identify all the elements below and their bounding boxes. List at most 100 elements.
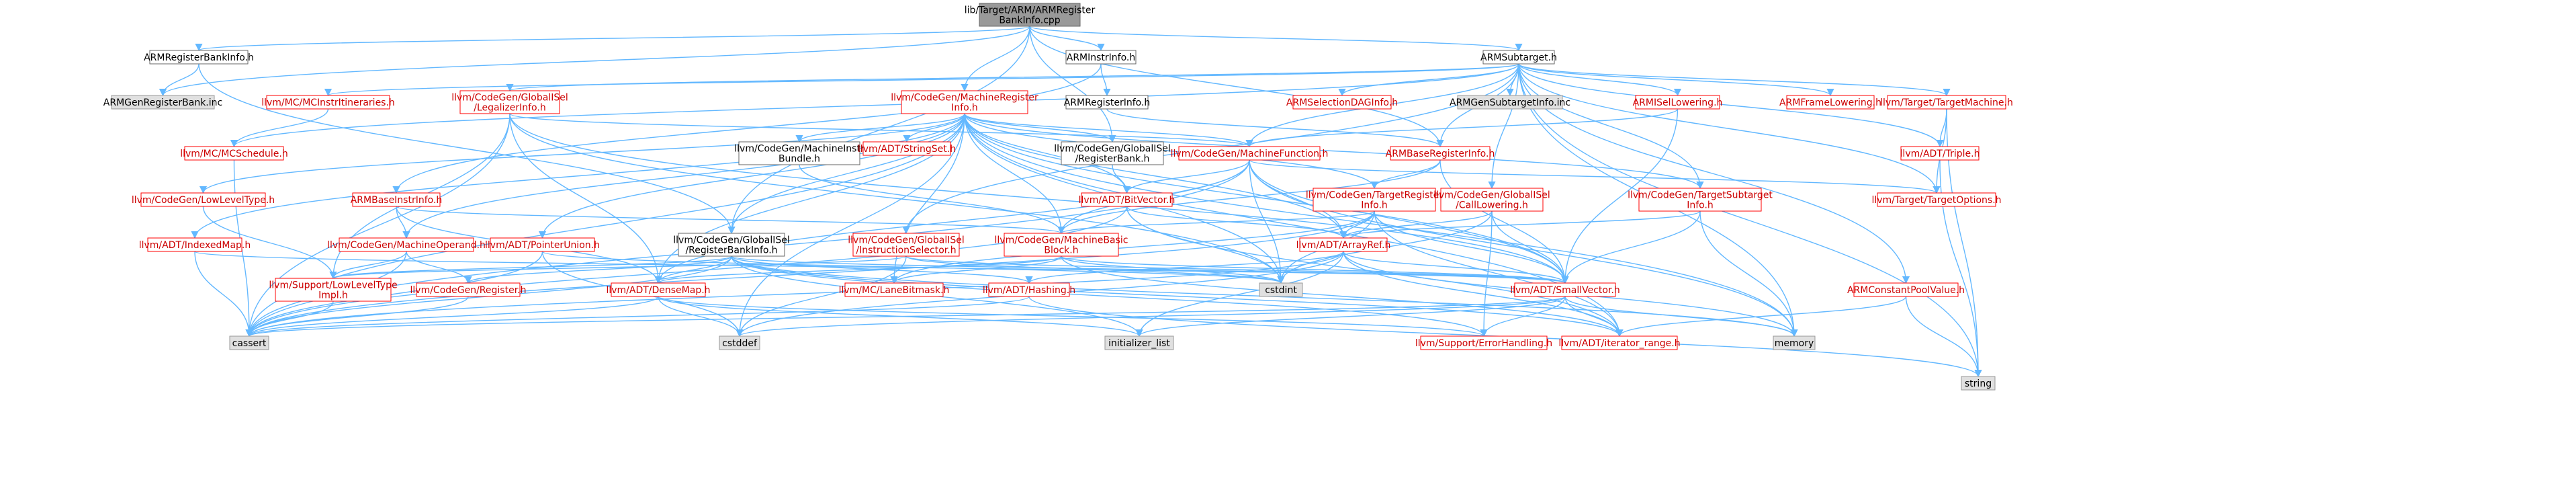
dependency-edge-armconstantpool-to-string (1905, 296, 1982, 378)
node-machinefunction[interactable]: llvm/CodeGen/MachineFunction.h (1171, 146, 1329, 161)
node-armbasereginfo[interactable]: ARMBaseRegisterInfo.h (1386, 146, 1495, 161)
node-initializer_list[interactable]: initializer_list (1104, 335, 1174, 350)
node-lowleveltype[interactable]: llvm/CodeGen/LowLevelType.h (132, 192, 275, 207)
node-box (352, 192, 441, 207)
node-errorhandling[interactable]: llvm/Support/ErrorHandling.h (1415, 335, 1552, 350)
node-label: llvm/CodeGen/GlobalISel (451, 93, 568, 104)
dependency-edge-armsubtarget_h-to-targetsubtargetinfo (1518, 63, 1704, 190)
node-box (266, 95, 390, 110)
dependency-edge-targetreginfo-to-lanebitmask (890, 210, 1375, 284)
dependency-edge-root-to-armgenregbank_inc (159, 26, 1030, 97)
node-armbaseinstrinfo[interactable]: ARMBaseInstrInfo.h (351, 192, 443, 207)
node-iterator_range[interactable]: llvm/ADT/iterator_range.h (1558, 335, 1681, 350)
node-arminstrinfo_h[interactable]: ARMInstrInfo.h (1065, 50, 1137, 65)
node-box (339, 237, 474, 252)
node-string[interactable]: string (1961, 376, 1996, 391)
node-box (1081, 192, 1173, 207)
node-lanebitmask[interactable]: llvm/MC/LaneBitmask.h (839, 282, 950, 297)
dependency-edge-targetreginfo-to-machinebasicblock (1057, 210, 1375, 235)
node-adt_arrayref[interactable]: llvm/ADT/ArrayRef.h (1296, 237, 1391, 252)
node-cassert[interactable]: cassert (229, 335, 269, 350)
dependency-edge-adt_hashing-to-cassert (245, 296, 1030, 337)
dependency-edge-globalisel_legalizer-to-cassert (245, 113, 510, 337)
node-label: /RegisterBankInfo.h (685, 245, 777, 256)
node-label: llvm/ADT/BitVector.h (1079, 195, 1175, 206)
dependency-edge-adt_pointerunion-to-cassert (245, 251, 543, 337)
node-memory[interactable]: memory (1773, 335, 1816, 350)
dependency-edge-machinereginfo-to-adt_arrayref (964, 113, 1347, 239)
node-targetmachine[interactable]: llvm/Target/TargetMachine.h (1880, 95, 2013, 110)
node-globalisel_regbank[interactable]: llvm/CodeGen/GlobalISel/RegisterBank.h (1054, 141, 1171, 165)
node-adt_smallvector[interactable]: llvm/ADT/SmallVector.h (1510, 282, 1620, 297)
node-box (1104, 335, 1174, 350)
dependency-edge-globalisel_legalizer-to-adt_smallvector (509, 113, 1569, 284)
node-armconstantpool[interactable]: ARMConstantPoolValue.h (1847, 282, 1965, 297)
dependency-edge-arminstrinfo_h-to-armreginfo_h (1100, 63, 1111, 97)
dependency-edge-armisellowering-to-adt_smallvector (1561, 108, 1679, 284)
dependency-edge-machineinstrbundle-to-machinebasicblock (799, 164, 1065, 235)
node-box (229, 335, 269, 350)
dependency-edge-machinereginfo-to-globalisel_regbankinfo (727, 113, 965, 235)
node-adt_stringset[interactable]: llvm/ADT/StringSet.h (858, 141, 956, 156)
dependency-edge-armbasereginfo-to-machinebasicblock (1057, 159, 1441, 235)
node-armregbankinfo_h[interactable]: ARMRegisterBankInfo.h (144, 50, 254, 65)
dependency-edge-machinebasicblock-to-lanebitmask (890, 255, 1062, 284)
node-box (1635, 95, 1720, 110)
node-armgenregbank_inc[interactable]: ARMGenRegisterBank.inc (103, 95, 222, 110)
node-globalisel_legalizer[interactable]: llvm/CodeGen/GlobalISel/LegalizerInfo.h (451, 90, 568, 114)
node-label: /RegisterBank.h (1075, 154, 1150, 165)
dependency-edge-adt_arrayref-to-adt_hashing (1025, 251, 1344, 284)
dependency-edge-armconstantpool-to-iterator_range (1615, 296, 1907, 337)
node-targetoptions[interactable]: llvm/Target/TargetOptions.h (1871, 192, 2002, 207)
node-label: llvm/ADT/PointerUnion.h (485, 240, 600, 251)
node-globalisel_instrselector[interactable]: llvm/CodeGen/GlobalISel/InstructionSelec… (848, 233, 965, 257)
node-adt_indexedmap[interactable]: llvm/ADT/IndexedMap.h (139, 237, 251, 252)
node-label: llvm/CodeGen/GlobalISel (1433, 190, 1550, 201)
node-machineoperand[interactable]: llvm/CodeGen/MachineOperand.h (327, 237, 486, 252)
node-label: Impl.h (318, 290, 348, 301)
node-codegen_register[interactable]: llvm/CodeGen/Register.h (410, 282, 527, 297)
node-mcschedule[interactable]: llvm/MC/MCSchedule.h (180, 146, 288, 161)
node-box (1638, 188, 1762, 212)
node-armframelowering[interactable]: ARMFrameLowering.h (1779, 95, 1881, 110)
node-label: ARMISelLowering.h (1633, 97, 1723, 108)
node-armseldag[interactable]: ARMSelectionDAGInfo.h (1286, 95, 1398, 110)
dependency-edge-arminstrinfo_h-to-armbaseinstrinfo (392, 63, 1102, 194)
dependency-edge-root-to-armsubtarget_h (1029, 26, 1523, 52)
node-label: llvm/Target/TargetOptions.h (1871, 195, 2001, 206)
node-root[interactable]: lib/Target/ARM/ARMRegisterBankInfo.cpp (965, 3, 1096, 27)
node-adt_bitvector[interactable]: llvm/ADT/BitVector.h (1079, 192, 1175, 207)
node-cstdint[interactable]: cstdint (1259, 282, 1303, 297)
node-label: llvm/ADT/StringSet.h (858, 144, 956, 155)
dependency-edge-machinereginfo-to-adt_smallvector (964, 113, 1569, 284)
node-armreginfo_h[interactable]: ARMRegisterInfo.h (1064, 95, 1151, 110)
dependency-edge-globalisel_calllowering-to-adt_arrayref (1339, 210, 1493, 239)
dependency-edge-armsubtarget_h-to-armisellowering (1518, 63, 1681, 97)
dependency-edge-globalisel_instrselector-to-cstdint (905, 255, 1285, 284)
node-adt_triple[interactable]: llvm/ADT/Triple.h (1900, 146, 1980, 161)
node-cstddef[interactable]: cstddef (719, 335, 760, 350)
node-mcinstritin[interactable]: llvm/MC/MCInstrItineraries.h (261, 95, 395, 110)
node-armsubtarget_h[interactable]: ARMSubtarget.h (1480, 50, 1557, 65)
node-globalisel_regbankinfo[interactable]: llvm/CodeGen/GlobalISel/RegisterBankInfo… (673, 233, 790, 257)
dependency-edge-armsubtarget_h-to-targetmachine (1518, 63, 1951, 97)
node-label: llvm/CodeGen/TargetSubtarget (1628, 190, 1773, 201)
node-armgensubtarget_inc[interactable]: ARMGenSubtargetInfo.inc (1450, 95, 1570, 110)
node-label: ARMBaseInstrInfo.h (351, 195, 443, 206)
node-armisellowering[interactable]: ARMISelLowering.h (1633, 95, 1723, 110)
node-label: Info.h (951, 103, 978, 114)
node-adt_hashing[interactable]: llvm/ADT/Hashing.h (983, 282, 1075, 297)
node-adt_densemap[interactable]: llvm/ADT/DenseMap.h (606, 282, 711, 297)
node-globalisel_calllowering[interactable]: llvm/CodeGen/GlobalISel/CallLowering.h (1433, 188, 1550, 212)
node-label: llvm/ADT/ArrayRef.h (1296, 240, 1391, 251)
node-label: llvm/ADT/Triple.h (1900, 149, 1980, 159)
node-box (738, 141, 860, 165)
node-label: BankInfo.cpp (999, 15, 1060, 26)
node-adt_pointerunion[interactable]: llvm/ADT/PointerUnion.h (485, 237, 600, 252)
